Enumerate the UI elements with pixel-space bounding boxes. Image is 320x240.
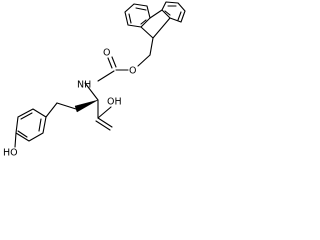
carboxyl-oh-bond xyxy=(97,106,112,119)
n-to-alpha-bond xyxy=(84,82,99,101)
side-chain-bond xyxy=(45,102,58,118)
fluorene-left-ring-double-bond xyxy=(128,13,132,24)
carboxyl-double-bond xyxy=(95,120,111,131)
fluorene-right-ring-double-bond xyxy=(177,11,182,21)
fluorene-biaryl-bond xyxy=(149,9,163,19)
carbonyl-double-bond xyxy=(107,57,113,69)
fluorene-right-ring-double-bond xyxy=(164,10,171,16)
fluorene-c9-bond xyxy=(140,26,154,39)
carboxyl-double-bond xyxy=(97,117,113,128)
phenyl-double-bond xyxy=(38,118,42,132)
fmoc-homotyrosine-structure: O O NH OH HO xyxy=(3,1,186,159)
amine-label: NH xyxy=(77,80,91,91)
acid-hydroxyl-label: OH xyxy=(107,97,122,108)
atom-labels: O O NH OH HO xyxy=(3,48,136,159)
phenol-hydroxyl-label: HO xyxy=(3,148,18,159)
phenol-oh-bond xyxy=(14,132,17,148)
ether-bond xyxy=(137,54,151,67)
stereo-wedge-bond xyxy=(74,99,99,113)
fluorene-left-ring xyxy=(124,3,151,28)
phenyl-double-bond xyxy=(17,130,28,138)
ether-oxygen-label: O xyxy=(129,66,136,77)
fluorene-left-ring-double-bond xyxy=(135,7,147,11)
amino-acid-backbone xyxy=(45,82,113,131)
fluorenyl-group xyxy=(124,1,186,39)
side-chain-bond xyxy=(56,102,77,110)
carbonyl-oxygen-label: O xyxy=(103,48,110,59)
phenyl-double-bond xyxy=(20,112,33,120)
carbamate-n-bond xyxy=(97,70,115,82)
hydroxyphenyl-group xyxy=(14,108,47,148)
carbamate-linker xyxy=(97,37,154,82)
methylene-bond xyxy=(149,37,154,56)
fluorene-left-ring-double-bond xyxy=(140,19,147,25)
carbonyl-double-bond xyxy=(111,56,117,68)
fluorene-c9-bond xyxy=(152,17,171,39)
